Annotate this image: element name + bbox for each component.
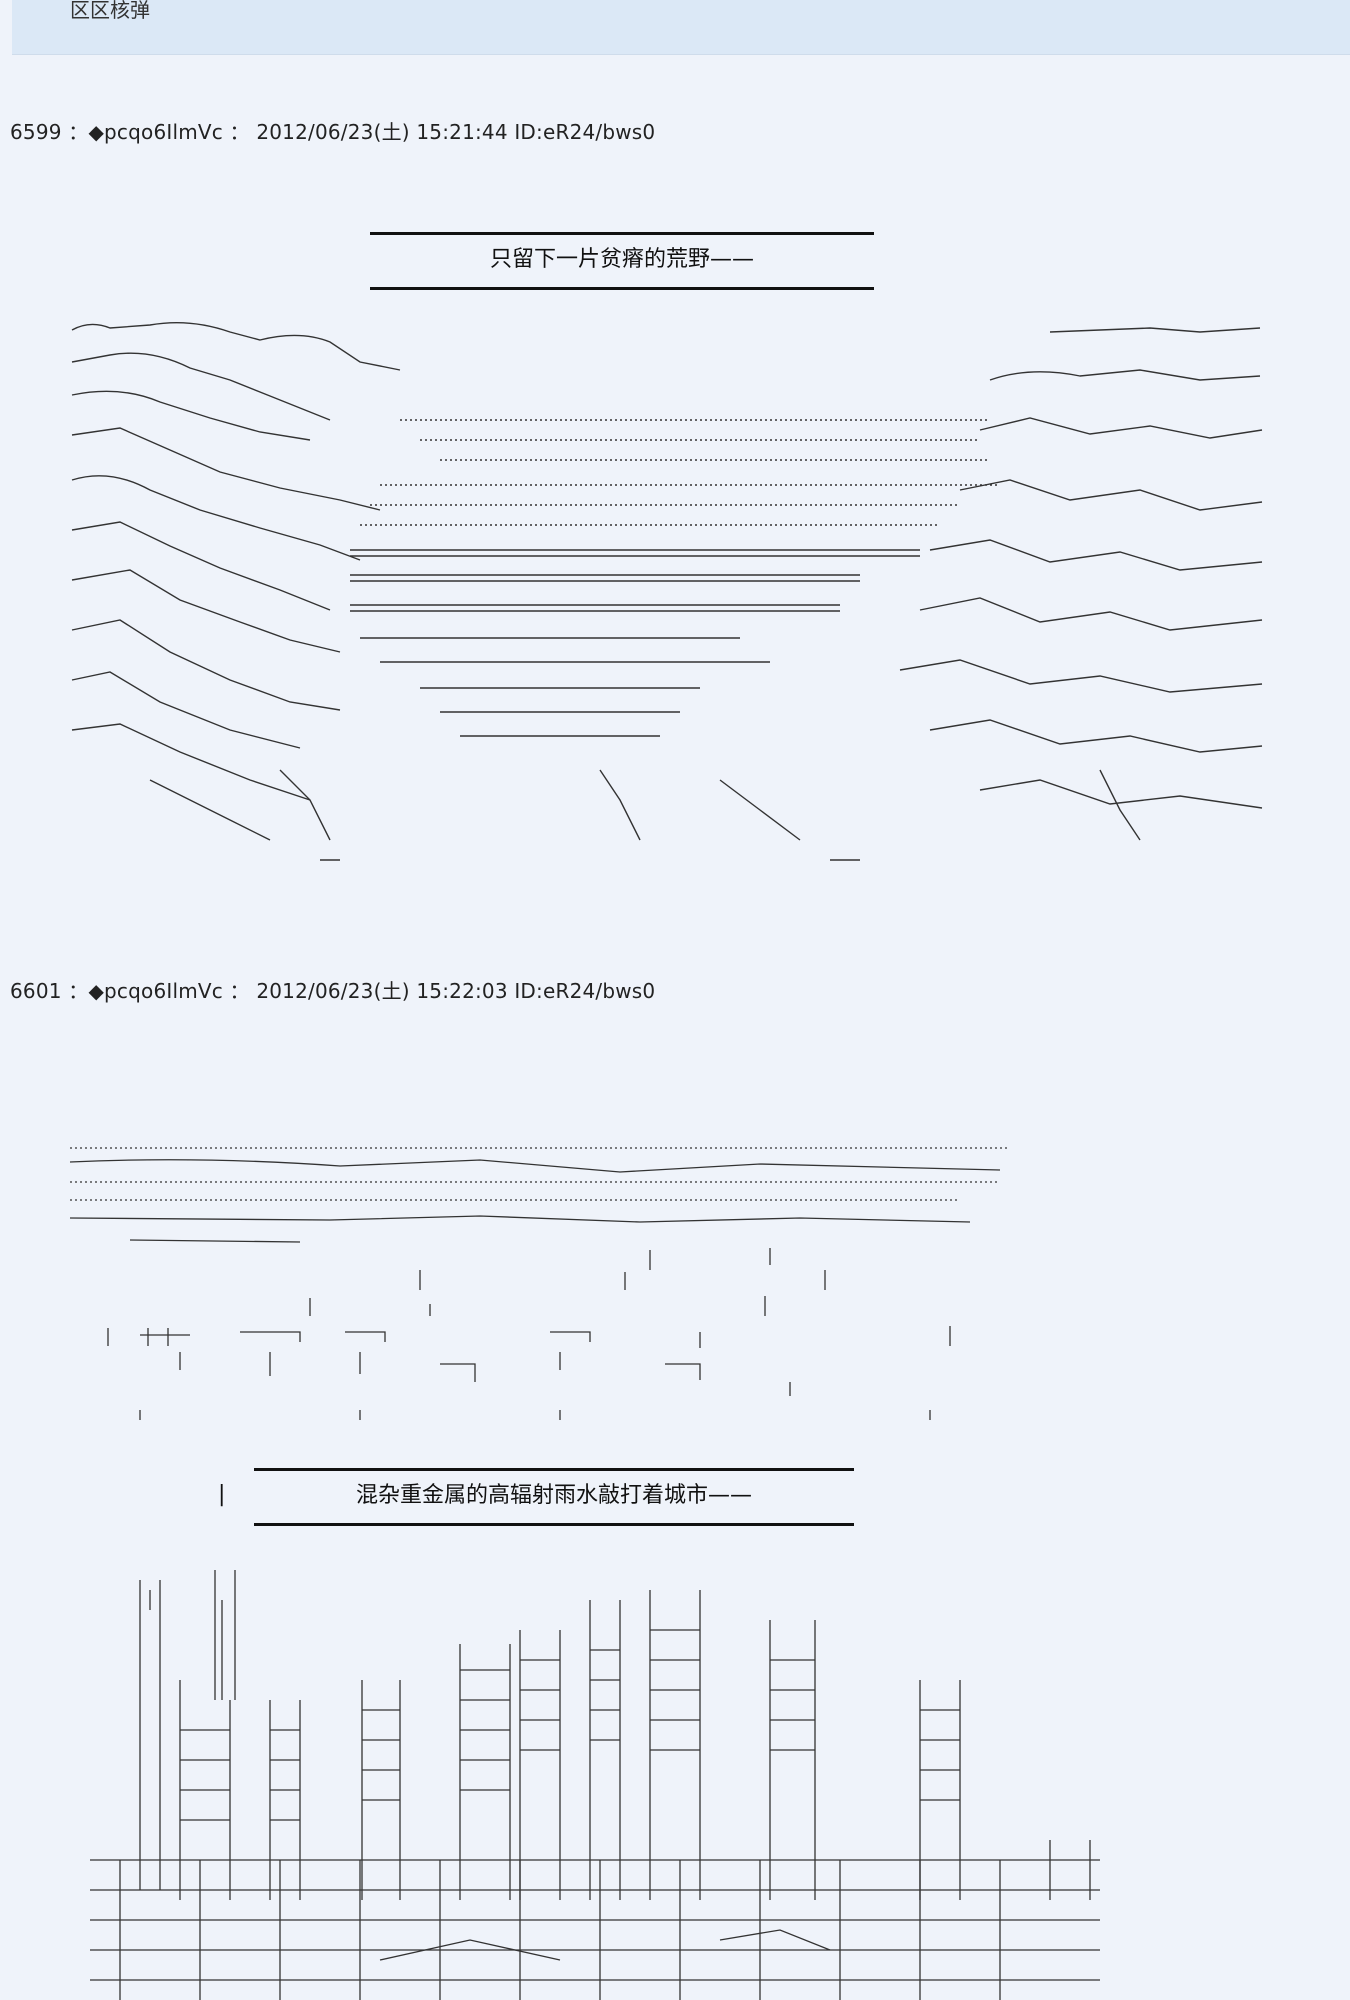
post-header-6599: 6599 ：◆pcqo6IlmVc ： 2012/06/23(土) 15:21:… [10,120,656,144]
caption-wasteland-text: 只留下一片贫瘠的荒野—— [489,247,754,272]
caption-rain-text: 混杂重金属的高辐射雨水敲打着城市—— [355,1483,752,1508]
city-illustration [90,1570,1100,2000]
wasteland-illustration [71,321,1263,861]
top-banner-title: 区区核弹 [70,0,150,22]
post-header-6601: 6601 ：◆pcqo6IlmVc ： 2012/06/23(土) 15:22:… [10,979,656,1003]
top-banner: 区区核弹 [12,0,1350,55]
caption-rain: 混杂重金属的高辐射雨水敲打着城市—— [254,1468,854,1526]
ascii-art-city [0,1560,1350,2000]
ascii-art-wasteland [0,300,1350,880]
caption-wasteland: 只留下一片贫瘠的荒野—— [370,232,874,290]
rain-illustration [69,1147,1010,1420]
ascii-art-rain [0,1120,1350,1440]
caption-side-mark: | [218,1482,226,1507]
